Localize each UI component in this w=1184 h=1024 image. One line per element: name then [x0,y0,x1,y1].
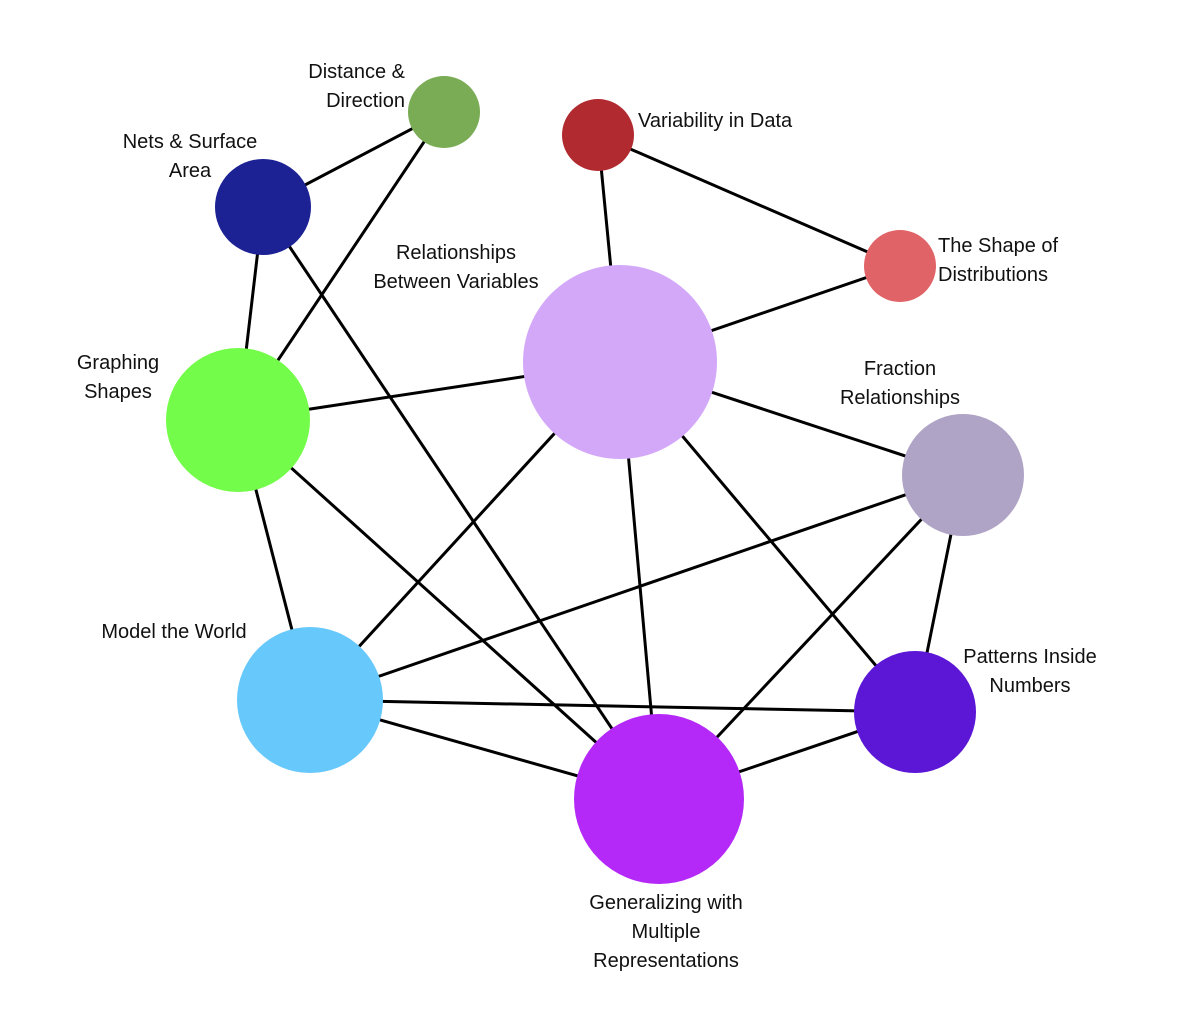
node-label-line: Distance & [308,61,405,83]
node-label-line: Nets & Surface [123,131,258,153]
node-label-line: Relationships [840,387,960,409]
node-label-line: The Shape of [938,235,1059,257]
node-label-variability: Variability in Data [638,110,793,132]
node-label-line: Between Variables [373,271,538,293]
node-distance [408,76,480,148]
edge-fraction-model [308,473,965,702]
node-label-line: Relationships [396,242,516,264]
node-label-model: Model the World [101,621,246,643]
node-model [237,627,383,773]
nodes-layer [166,76,1024,884]
node-graphing [166,348,310,492]
node-label-line: Distributions [938,264,1048,286]
node-shape [864,230,936,302]
node-label-line: Model the World [101,621,246,643]
edge-model-patterns [308,698,917,714]
edge-nets-generalizing [261,205,661,801]
node-label-line: Fraction [864,358,936,380]
node-label-line: Shapes [84,381,152,403]
node-label-line: Representations [593,950,739,972]
node-label-line: Direction [326,90,405,112]
node-label-distance: Distance & Direction [308,61,405,112]
edge-graphing-generalizing [236,418,661,801]
node-label-line: Generalizing with [589,892,742,914]
node-label-shape: The Shape of Distributions [938,235,1059,286]
node-label-line: Patterns Inside [963,646,1096,668]
node-relationships [523,265,717,459]
node-fraction [902,414,1024,536]
node-nets [215,159,311,255]
node-label-line: Area [169,160,212,182]
node-patterns [854,651,976,773]
node-label-line: Graphing [77,352,159,374]
edge-variability-shape [596,133,902,268]
node-variability [562,99,634,171]
node-label-line: Variability in Data [638,110,793,132]
node-label-line: Numbers [989,675,1070,697]
node-label-line: Multiple [632,921,701,943]
node-generalizing [574,714,744,884]
